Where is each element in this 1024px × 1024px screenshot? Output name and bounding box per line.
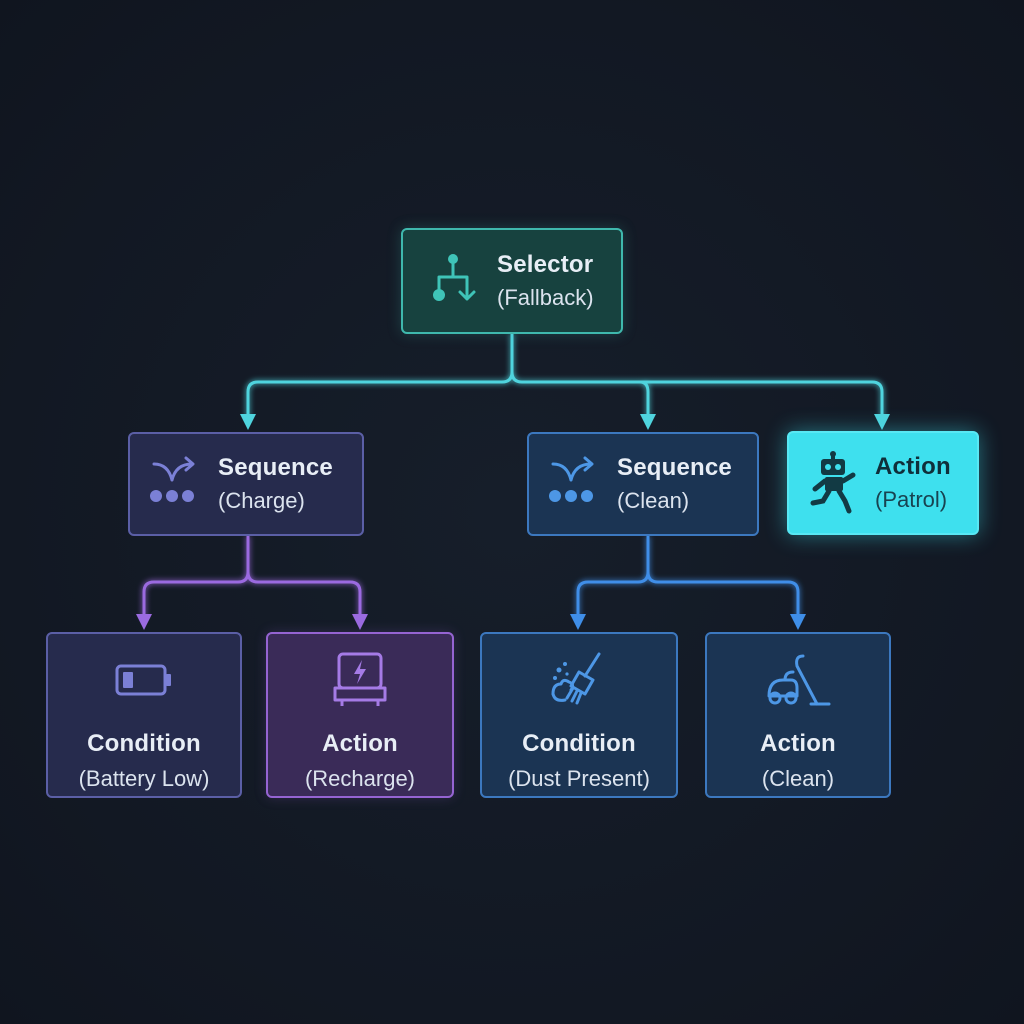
arrowhead-seq-clean	[640, 414, 656, 430]
node-sequence-charge[interactable]: Sequence (Charge)	[128, 432, 364, 536]
dust-brush-icon	[547, 650, 611, 710]
node-action-recharge[interactable]: Action (Recharge)	[266, 632, 454, 798]
node-title: Sequence	[617, 454, 732, 481]
edge-selector-to-seq-clean	[510, 371, 650, 418]
node-title: Sequence	[218, 454, 333, 481]
battery-low-icon	[114, 650, 174, 710]
edge-charge-trunk	[142, 536, 250, 618]
edge-selector-to-action-patrol	[640, 380, 884, 418]
node-subtitle: (Dust Present)	[508, 766, 650, 791]
node-title: Condition	[522, 730, 636, 757]
vacuum-cleaner-icon	[763, 650, 833, 710]
arrowhead-dust	[570, 614, 586, 630]
arrowhead-action-patrol	[874, 414, 890, 430]
node-title: Selector	[497, 251, 594, 278]
branch-fallback-icon	[403, 251, 497, 311]
node-subtitle: (Clean)	[617, 488, 690, 513]
arrowheads-clean	[570, 614, 806, 630]
arrowheads-charge	[136, 614, 368, 630]
node-sequence-clean[interactable]: Sequence (Clean)	[527, 432, 759, 536]
node-condition-dust-present[interactable]: Condition (Dust Present)	[480, 632, 678, 798]
node-selector[interactable]: Selector (Fallback)	[401, 228, 623, 334]
edge-charge-to-recharge	[246, 571, 362, 618]
edge-seq-charge-to-children	[142, 536, 362, 618]
edge-seq-clean-to-children	[576, 536, 800, 618]
node-title: Action	[875, 453, 951, 480]
running-robot-icon	[789, 451, 875, 515]
arrowheads-selector	[240, 414, 890, 430]
node-subtitle: (Battery Low)	[78, 766, 210, 791]
edge-selector-trunk	[246, 334, 514, 418]
edge-clean-trunk	[576, 536, 650, 618]
arrowhead-action-clean	[790, 614, 806, 630]
node-subtitle: (Patrol)	[875, 487, 948, 512]
node-action-patrol[interactable]: Action (Patrol)	[787, 431, 979, 535]
node-subtitle: (Fallback)	[497, 285, 594, 310]
node-action-clean[interactable]: Action (Clean)	[705, 632, 891, 798]
node-title: Action	[760, 730, 836, 757]
charging-station-icon	[330, 650, 390, 710]
sequence-icon	[529, 454, 617, 514]
node-subtitle: (Recharge)	[304, 766, 416, 791]
node-title: Condition	[87, 730, 201, 757]
node-subtitle: (Clean)	[761, 766, 835, 791]
sequence-icon	[130, 454, 218, 514]
node-condition-battery-low[interactable]: Condition (Battery Low)	[46, 632, 242, 798]
arrowhead-recharge	[352, 614, 368, 630]
edge-clean-to-action-clean	[646, 571, 800, 618]
node-subtitle: (Charge)	[218, 488, 305, 513]
node-title: Action	[322, 730, 398, 757]
edge-selector-to-children	[246, 334, 884, 418]
arrowhead-seq-charge	[240, 414, 256, 430]
arrowhead-battery	[136, 614, 152, 630]
